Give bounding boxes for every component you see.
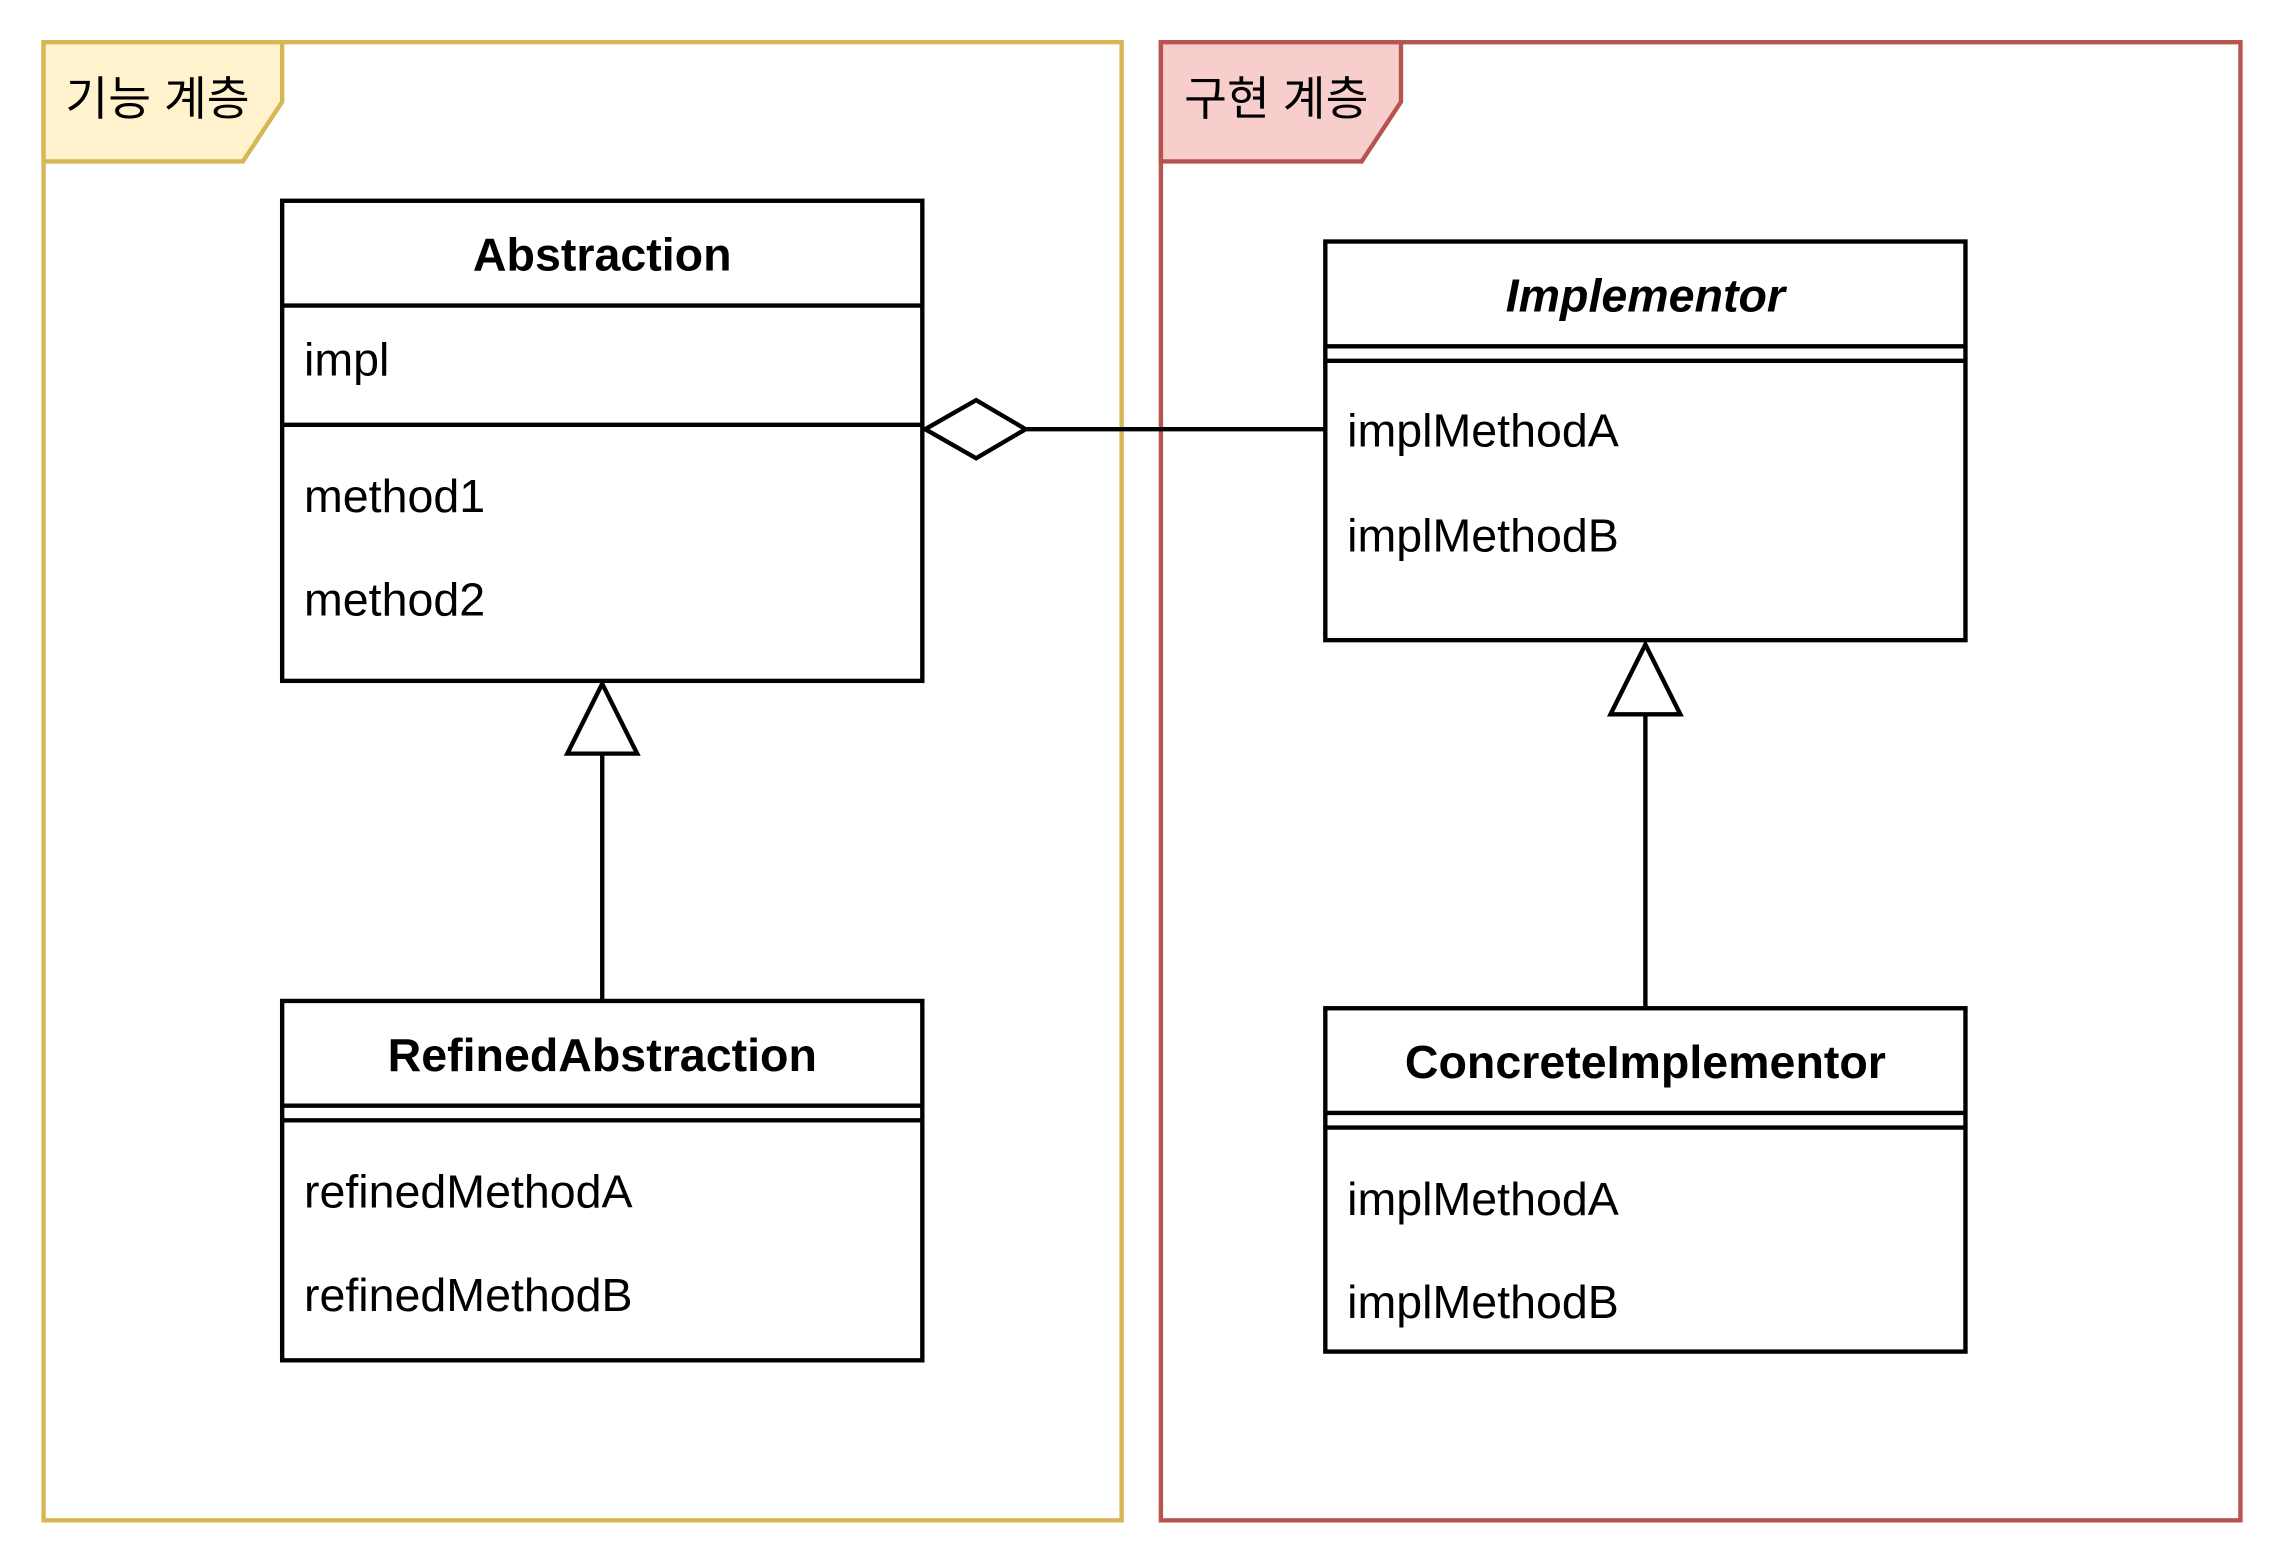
method-item: implMethodA	[1347, 1173, 1619, 1225]
method-item: refinedMethodA	[304, 1166, 633, 1218]
class-name: RefinedAbstraction	[388, 1029, 817, 1081]
class-concrete-implementor[interactable]: ConcreteImplementor implMethodA implMeth…	[1323, 1006, 1968, 1354]
class-name: Abstraction	[473, 229, 732, 281]
method-item: implMethodB	[1347, 1276, 1619, 1328]
functional-hierarchy-frame: 기능 계층	[41, 40, 1124, 1523]
inheritance-arrow-icon	[1606, 639, 1684, 717]
inheritance-connector-implementor	[1606, 639, 1684, 1009]
method-item: implMethodB	[1347, 509, 1619, 561]
implementation-frame-label: 구현 계층	[1184, 73, 1368, 125]
aggregation-connector	[920, 397, 1326, 461]
class-implementor[interactable]: Implementor implMethodA implMethodB	[1323, 239, 1968, 643]
method-item: method2	[304, 573, 485, 625]
class-abstraction[interactable]: Abstraction impl method1 method2	[279, 198, 925, 684]
method-item: method1	[304, 470, 485, 522]
functional-frame-label: 기능 계층	[65, 73, 249, 125]
class-name: ConcreteImplementor	[1405, 1036, 1886, 1088]
class-name: Implementor	[1506, 269, 1788, 321]
inheritance-connector-abstraction	[563, 678, 641, 1001]
class-refined-abstraction[interactable]: RefinedAbstraction refinedMethodA refine…	[279, 998, 925, 1363]
method-item: refinedMethodB	[304, 1269, 633, 1321]
inheritance-arrow-icon	[563, 678, 641, 756]
aggregation-diamond-icon	[920, 397, 1030, 461]
method-item: implMethodA	[1347, 405, 1619, 457]
field-impl: impl	[304, 333, 389, 385]
implementation-hierarchy-frame: 구현 계층	[1158, 40, 2243, 1523]
